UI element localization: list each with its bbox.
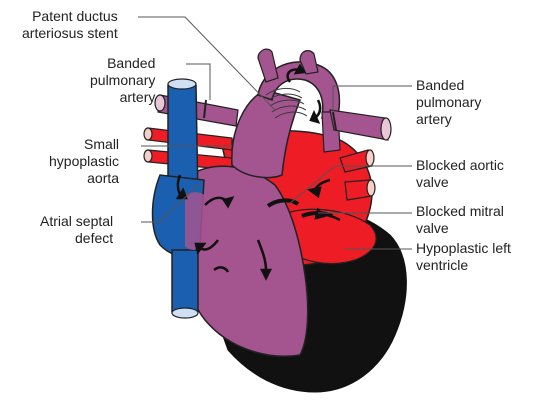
leader-asd	[141, 182, 201, 223]
pda-stent	[265, 87, 308, 119]
label-atrial-septal-defect: Atrial septal defect	[40, 213, 114, 246]
blocked-aortic-valve	[266, 198, 300, 208]
label-blocked-mitral-valve: Blocked mitral valve	[416, 203, 504, 236]
leader-blocked-aortic	[288, 165, 412, 205]
label-blocked-aortic-valve: Blocked aortic valve	[416, 157, 504, 190]
label-small-hypoplastic-aorta: Small hypoplastic aorta	[49, 136, 120, 186]
leader-lines	[138, 16, 412, 250]
arch-branch-right	[299, 50, 319, 75]
arch-branch-left	[257, 48, 279, 83]
label-banded-pulmonary-artery-left: Banded pulmonary artery	[90, 55, 156, 105]
atrial-septal-defect-zone	[185, 192, 208, 250]
pulmonary-trunk	[231, 89, 302, 179]
inferior-vena-cava	[171, 249, 199, 318]
hypoplastic-left-ventricle	[281, 208, 377, 265]
label-banded-pulmonary-artery-right: Banded pulmonary artery	[416, 77, 482, 127]
leader-pda-stent	[138, 16, 276, 111]
label-hypoplastic-left-ventricle: Hypoplastic left ventricle	[416, 240, 511, 273]
label-pda-stent: Patent ductus arteriosus stent	[22, 8, 118, 41]
banded-pulmonary-artery-right	[329, 109, 389, 141]
leader-banded-pa-right	[332, 85, 412, 112]
leader-banded-pa-left	[186, 63, 211, 100]
blocked-mitral-valve	[301, 211, 333, 218]
